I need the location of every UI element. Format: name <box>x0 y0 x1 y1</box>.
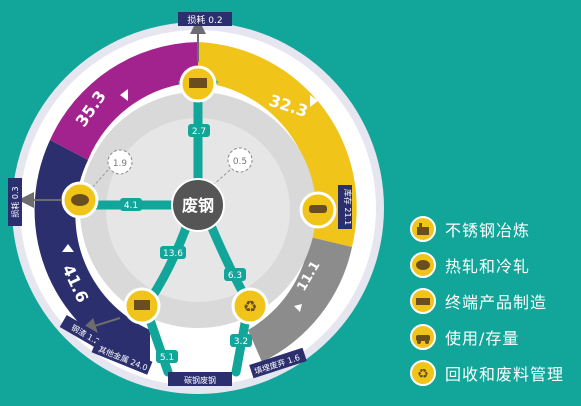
recycle-ring <box>248 237 352 362</box>
recycle-chevron-icon <box>294 304 302 312</box>
stainless-dashed-link <box>211 169 231 187</box>
car-icon <box>309 205 327 213</box>
enduse-chevron-icon <box>62 244 74 252</box>
coil-icon <box>71 194 89 206</box>
flow-value-rolling: 4.1 <box>124 201 138 211</box>
flow-enduse-down <box>145 315 173 377</box>
recycle-icon: ♻ <box>243 297 257 316</box>
node-enduse <box>123 287 161 325</box>
legend-item-stainless: 不锈钢冶炼 <box>410 214 530 244</box>
flow-box-recycle <box>224 268 246 281</box>
flow-value-stainless: 2.7 <box>192 127 206 137</box>
rolling-chevron-icon <box>120 89 128 101</box>
flow-box-rolling <box>120 198 142 211</box>
other-metal-tag <box>91 339 153 375</box>
car-icon <box>410 324 436 350</box>
rolling-ring <box>50 42 198 160</box>
svg-text:♻: ♻ <box>417 367 429 381</box>
loss-top-tag <box>178 12 232 26</box>
carbon-scrap-tag <box>168 372 232 386</box>
coil-icon <box>410 252 436 278</box>
flow-box-enduse <box>160 246 186 259</box>
loss-top-label: 损耗 0.2 <box>187 14 222 26</box>
rolling-dashed-circle <box>107 149 133 175</box>
legend-label: 使用/存量 <box>445 329 520 348</box>
assembly-icon <box>410 288 436 314</box>
legend-item-recycle: ♻ 回收和废料管理 <box>410 358 564 388</box>
stainless-chevron-icon <box>310 95 318 107</box>
stock-label: 库存 21.1 <box>343 189 353 225</box>
stock-tag <box>338 185 352 229</box>
node-use <box>299 191 337 229</box>
flow-value-enduse: 13.6 <box>163 249 183 259</box>
flow-box-enduse-down <box>156 350 178 363</box>
legend-item-manufacturing: 终端产品制造 <box>410 286 547 316</box>
steel-slag-arrow <box>80 317 121 334</box>
center-label: 废钢 <box>182 196 214 215</box>
legend-label: 回收和废料管理 <box>445 365 565 384</box>
loss-left-label: 损耗 0.3 <box>10 186 20 217</box>
center-node <box>171 178 225 232</box>
factory-icon <box>410 216 436 242</box>
carbon-scrap-label: 碳钢废钢 <box>184 375 216 385</box>
factory-icon <box>189 78 207 88</box>
node-stainless <box>179 65 217 103</box>
flow-value-recycle: 6.3 <box>228 271 242 281</box>
loss-left-tag <box>8 178 22 226</box>
stainless-dashed-value: 0.5 <box>233 157 247 167</box>
legend-label: 终端产品制造 <box>445 293 548 312</box>
rolling-dashed-link <box>89 169 109 191</box>
legend-label: 热轧和冷轧 <box>445 257 531 276</box>
rolling-dashed-value: 1.9 <box>113 159 128 169</box>
flow-value-recycle-down: 3.2 <box>234 337 248 347</box>
legend-label: 不锈钢冶炼 <box>445 221 531 240</box>
recycle-icon: ♻ <box>410 360 436 386</box>
flow-value-enduse-down: 5.1 <box>160 353 174 363</box>
assembly-icon <box>134 300 150 310</box>
stainless-dashed-circle <box>227 147 253 173</box>
node-rolling <box>61 181 99 219</box>
landfill-tag <box>249 347 307 379</box>
flow-box-recycle-down <box>230 334 252 347</box>
legend-item-rolling: 热轧和冷轧 <box>410 250 530 280</box>
node-recycle: ♻ <box>231 287 269 325</box>
legend-item-use: 使用/存量 <box>410 322 519 352</box>
flow-box-stainless <box>188 124 210 137</box>
